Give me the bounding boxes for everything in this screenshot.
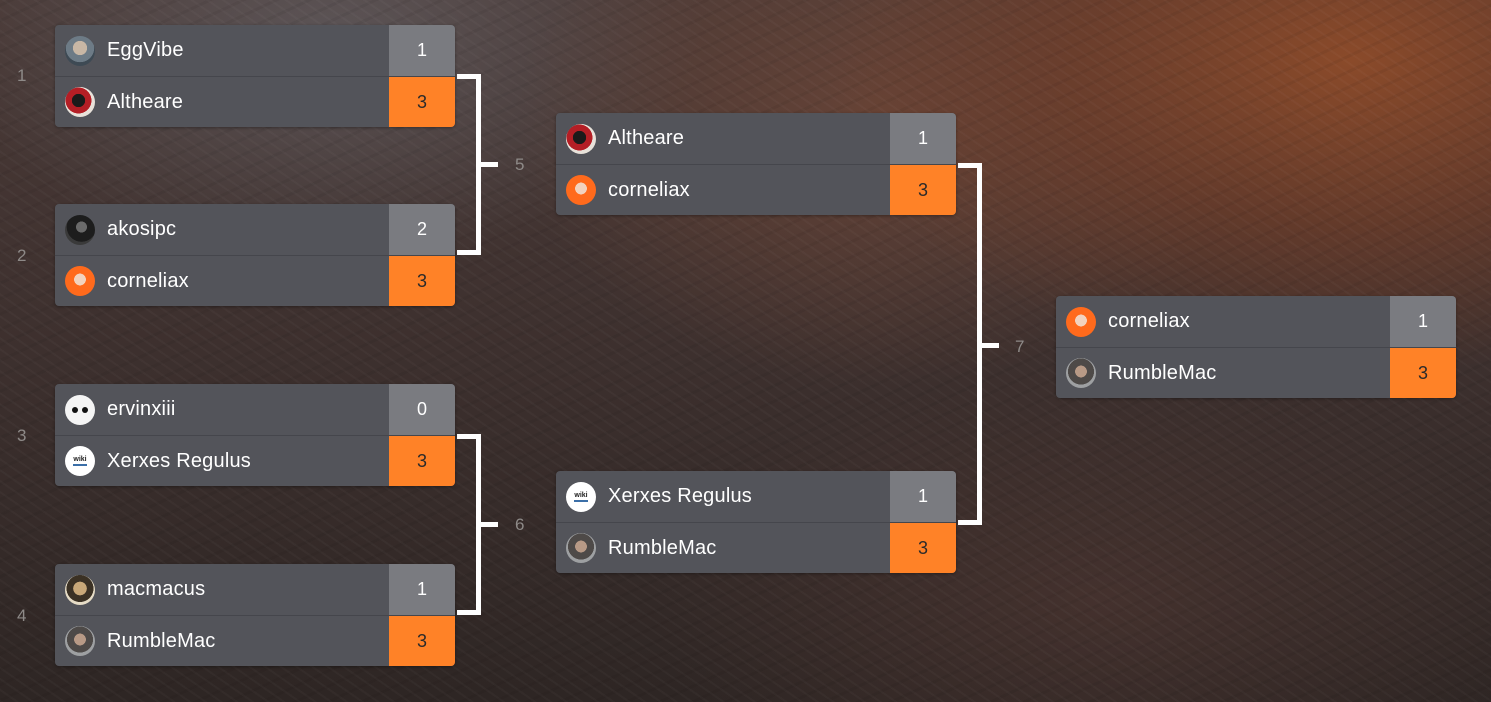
match-2-top-slot[interactable]: akosipc 2: [55, 204, 455, 255]
altheare-avatar: [566, 123, 596, 154]
player-score: 0: [389, 384, 455, 435]
player-name: corneliax: [107, 269, 189, 292]
akosipc-avatar: [65, 214, 95, 245]
player-name: akosipc: [107, 218, 177, 240]
match-6-bottom-slot[interactable]: RumbleMac 3: [556, 522, 956, 573]
rumblemac-avatar: [65, 626, 95, 656]
match-7-final[interactable]: corneliax 1 RumbleMac 3: [1056, 296, 1456, 398]
player-name: macmacus: [107, 578, 206, 600]
match-6[interactable]: wiki Xerxes Regulus 1 RumbleMac 3: [556, 471, 956, 573]
match-4-top-slot[interactable]: macmacus 1: [55, 564, 455, 615]
winner-score: 3: [389, 616, 455, 666]
match-1-top-slot[interactable]: EggVibe 1: [55, 25, 455, 76]
player-name: EggVibe: [107, 39, 184, 61]
wiki-logo-avatar: wiki: [65, 446, 95, 476]
match-3[interactable]: ervinxiii 0 wiki Xerxes Regulus 3: [55, 384, 455, 486]
player-name: Xerxes Regulus: [107, 449, 251, 472]
match-3-bottom-slot[interactable]: wiki Xerxes Regulus 3: [55, 435, 455, 486]
match-number-3: 3: [17, 426, 27, 445]
match-number-4: 4: [17, 606, 27, 625]
winner-score: 3: [389, 436, 455, 486]
ervinxiii-avatar: [65, 394, 95, 425]
match-7-bottom-slot[interactable]: RumbleMac 3: [1056, 347, 1456, 398]
match-number-5: 5: [515, 155, 525, 174]
corneliax-avatar: [65, 266, 95, 296]
match-number-2: 2: [17, 246, 27, 265]
player-name: Altheare: [107, 90, 184, 113]
altheare-avatar: [65, 87, 95, 117]
rumblemac-avatar: [566, 533, 596, 563]
player-score: 1: [890, 471, 956, 522]
player-score: 1: [389, 564, 455, 615]
macmacus-avatar: [65, 574, 95, 605]
player-name: ervinxiii: [107, 398, 176, 420]
match-number-1: 1: [17, 66, 27, 85]
player-name: RumbleMac: [608, 536, 717, 559]
match-4-bottom-slot[interactable]: RumbleMac 3: [55, 615, 455, 666]
match-4[interactable]: macmacus 1 RumbleMac 3: [55, 564, 455, 666]
match-1-bottom-slot[interactable]: Altheare 3: [55, 76, 455, 127]
player-score: 1: [389, 25, 455, 76]
match-2-bottom-slot[interactable]: corneliax 3: [55, 255, 455, 306]
match-3-top-slot[interactable]: ervinxiii 0: [55, 384, 455, 435]
player-score: 1: [890, 113, 956, 164]
corneliax-avatar: [566, 175, 596, 205]
eggvibe-avatar: [65, 35, 95, 66]
rumblemac-avatar: [1066, 358, 1096, 388]
match-5-bottom-slot[interactable]: corneliax 3: [556, 164, 956, 215]
player-score: 1: [1390, 296, 1456, 347]
player-name: Altheare: [608, 127, 685, 149]
winner-score: 3: [1390, 348, 1456, 398]
match-5[interactable]: Altheare 1 corneliax 3: [556, 113, 956, 215]
match-number-7: 7: [1015, 337, 1025, 356]
player-name: corneliax: [608, 178, 690, 201]
winner-score: 3: [890, 165, 956, 215]
match-5-top-slot[interactable]: Altheare 1: [556, 113, 956, 164]
player-name: RumbleMac: [107, 629, 216, 652]
wiki-logo-avatar: wiki: [566, 481, 596, 512]
winner-score: 3: [890, 523, 956, 573]
match-2[interactable]: akosipc 2 corneliax 3: [55, 204, 455, 306]
player-name: Xerxes Regulus: [608, 485, 752, 507]
match-number-6: 6: [515, 515, 525, 534]
corneliax-avatar: [1066, 306, 1096, 337]
player-score: 2: [389, 204, 455, 255]
match-7-top-slot[interactable]: corneliax 1: [1056, 296, 1456, 347]
winner-score: 3: [389, 256, 455, 306]
winner-score: 3: [389, 77, 455, 127]
match-6-top-slot[interactable]: wiki Xerxes Regulus 1: [556, 471, 956, 522]
player-name: RumbleMac: [1108, 361, 1217, 384]
player-name: corneliax: [1108, 310, 1190, 332]
match-1[interactable]: EggVibe 1 Altheare 3: [55, 25, 455, 127]
